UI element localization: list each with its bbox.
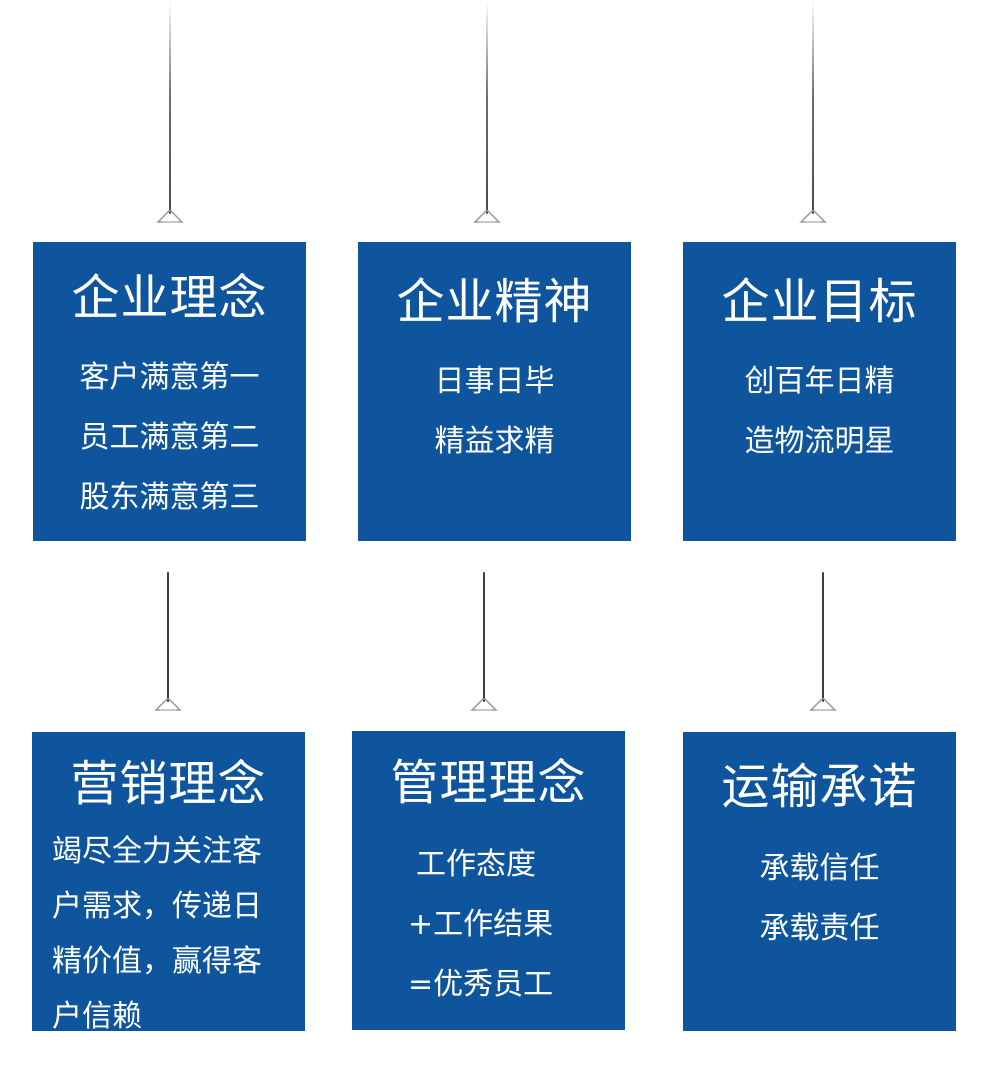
panel-title: 企业精神 [396, 274, 593, 330]
panel-corporate-goal: 企业目标 创百年日精 造物流明星 [683, 242, 956, 541]
hanger-clip-icon [154, 698, 182, 711]
panel-lines: 工作态度 +工作结果 =优秀员工 [352, 835, 625, 1015]
hanger-3 [793, 0, 833, 230]
hanger-wire [483, 572, 485, 702]
hanger-clip-icon [809, 698, 837, 711]
panel-line: 承载责任 [759, 911, 880, 946]
panel-title: 管理理念 [390, 755, 587, 811]
panel-title: 营销理念 [70, 756, 267, 812]
panel-line: 员工满意第二 [79, 420, 260, 455]
hanger-wire [486, 0, 488, 214]
panel-corporate-philosophy: 企业理念 客户满意第一 员工满意第二 股东满意第三 [33, 242, 306, 541]
hanger-wire [812, 0, 814, 214]
panel-lines: 竭尽全力关注客 户需求，传递日 精价值，赢得客 户信赖 [32, 824, 305, 1044]
hanger-2 [467, 0, 507, 230]
panel-line: +工作结果 [408, 907, 554, 942]
hanger-clip-icon [156, 210, 184, 223]
panel-line: =优秀员工 [408, 967, 554, 1002]
panel-line: 创百年日精 [744, 364, 895, 399]
panel-corporate-spirit: 企业精神 日事日毕 精益求精 [358, 242, 631, 541]
panel-lines: 客户满意第一 员工满意第二 股东满意第三 [33, 348, 306, 528]
panel-line: 客户满意第一 [79, 360, 260, 395]
panel-title: 运输承诺 [721, 759, 918, 815]
hanger-wire [822, 572, 824, 702]
panel-title: 企业目标 [721, 274, 918, 330]
hanger-1 [150, 0, 190, 230]
panel-lines: 创百年日精 造物流明星 [683, 352, 956, 472]
hanger-wire [167, 572, 169, 702]
panel-management-philosophy: 管理理念 工作态度 +工作结果 =优秀员工 [352, 731, 625, 1030]
panel-line: 精益求精 [434, 424, 555, 459]
panel-line: 造物流明星 [744, 424, 895, 459]
panel-marketing-philosophy: 营销理念 竭尽全力关注客 户需求，传递日 精价值，赢得客 户信赖 [32, 732, 305, 1034]
panel-line: 股东满意第三 [79, 480, 260, 515]
hanger-clip-icon [473, 210, 501, 223]
panel-line: 精价值，赢得客 [52, 944, 262, 979]
hanger-wire [169, 0, 171, 214]
hanger-clip-icon [470, 698, 498, 711]
panel-transport-commitment: 运输承诺 承载信任 承载责任 [683, 732, 956, 1031]
panel-line: 承载信任 [759, 851, 880, 886]
panel-lines: 日事日毕 精益求精 [358, 352, 631, 472]
panel-title: 企业理念 [71, 270, 268, 326]
panel-line: 竭尽全力关注客 [52, 834, 262, 869]
panel-line: 日事日毕 [434, 364, 555, 399]
hanger-5 [464, 572, 504, 717]
panel-lines: 承载信任 承载责任 [683, 839, 956, 959]
panel-line: 户信赖 [52, 999, 142, 1034]
hanger-6 [803, 572, 843, 717]
panel-line: 户需求，传递日 [52, 889, 262, 924]
panel-line: 工作态度 [416, 847, 536, 882]
hanger-clip-icon [799, 210, 827, 223]
hanger-4 [148, 572, 188, 717]
